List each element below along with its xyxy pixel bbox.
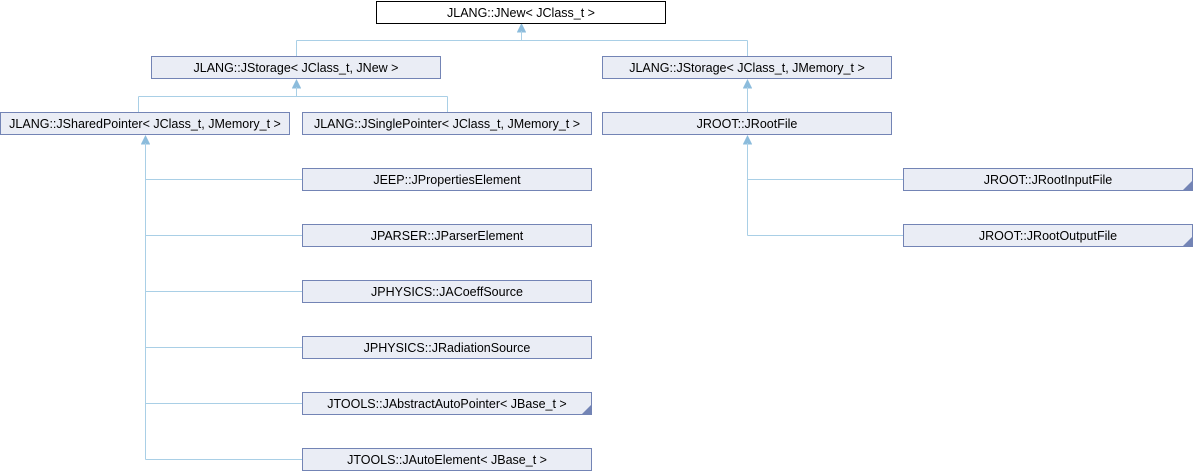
- class-node-label: JTOOLS::JAutoElement< JBase_t >: [347, 452, 547, 467]
- class-node-label: JLANG::JSinglePointer< JClass_t, JMemory…: [313, 116, 581, 131]
- class-node-jpropertieselement[interactable]: JEEP::JPropertiesElement: [302, 168, 592, 191]
- class-node-jsinglepointer[interactable]: JLANG::JSinglePointer< JClass_t, JMemory…: [302, 112, 592, 135]
- class-node-jacoeffsource[interactable]: JPHYSICS::JACoeffSource: [302, 280, 592, 303]
- arrow-up-icon: [742, 134, 753, 145]
- class-node-label: JLANG::JStorage< JClass_t, JMemory_t >: [629, 60, 865, 75]
- class-node-label: JLANG::JNew< JClass_t >: [447, 5, 595, 20]
- arrow-up-icon: [516, 22, 527, 33]
- class-node-jabstractautopointer[interactable]: JTOOLS::JAbstractAutoPointer< JBase_t >: [302, 392, 592, 415]
- truncation-fold-icon: [1183, 237, 1192, 246]
- class-node-jsharedpointer[interactable]: JLANG::JSharedPointer< JClass_t, JMemory…: [0, 112, 290, 135]
- arrow-up-icon: [291, 78, 302, 89]
- class-node-jnew: JLANG::JNew< JClass_t >: [376, 1, 666, 24]
- class-node-label: JPHYSICS::JRadiationSource: [363, 340, 531, 355]
- class-node-label: JLANG::JStorage< JClass_t, JNew >: [193, 60, 399, 75]
- class-node-label: JTOOLS::JAbstractAutoPointer< JBase_t >: [327, 396, 567, 411]
- class-node-jstorage-jclass-jnew[interactable]: JLANG::JStorage< JClass_t, JNew >: [151, 56, 441, 79]
- class-node-label: JPARSER::JParserElement: [370, 228, 524, 243]
- arrow-up-icon: [140, 134, 151, 145]
- class-node-label: JROOT::JRootInputFile: [983, 172, 1113, 187]
- class-node-jrootoutputfile[interactable]: JROOT::JRootOutputFile: [903, 224, 1193, 247]
- arrow-up-icon: [742, 78, 753, 89]
- truncation-fold-icon: [1183, 181, 1192, 190]
- class-node-jparserelement[interactable]: JPARSER::JParserElement: [302, 224, 592, 247]
- class-node-jrootinputfile[interactable]: JROOT::JRootInputFile: [903, 168, 1193, 191]
- class-node-label: JEEP::JPropertiesElement: [373, 172, 521, 187]
- class-node-label: JLANG::JSharedPointer< JClass_t, JMemory…: [9, 116, 281, 131]
- class-node-jautoelement[interactable]: JTOOLS::JAutoElement< JBase_t >: [302, 448, 592, 471]
- class-node-label: JROOT::JRootOutputFile: [978, 228, 1118, 243]
- class-node-label: JPHYSICS::JACoeffSource: [371, 284, 523, 299]
- class-node-jstorage-jclass-jmemory[interactable]: JLANG::JStorage< JClass_t, JMemory_t >: [602, 56, 892, 79]
- truncation-fold-icon: [582, 405, 591, 414]
- class-node-label: JROOT::JRootFile: [696, 116, 798, 131]
- class-node-jradiationsource[interactable]: JPHYSICS::JRadiationSource: [302, 336, 592, 359]
- class-node-jrootfile[interactable]: JROOT::JRootFile: [602, 112, 892, 135]
